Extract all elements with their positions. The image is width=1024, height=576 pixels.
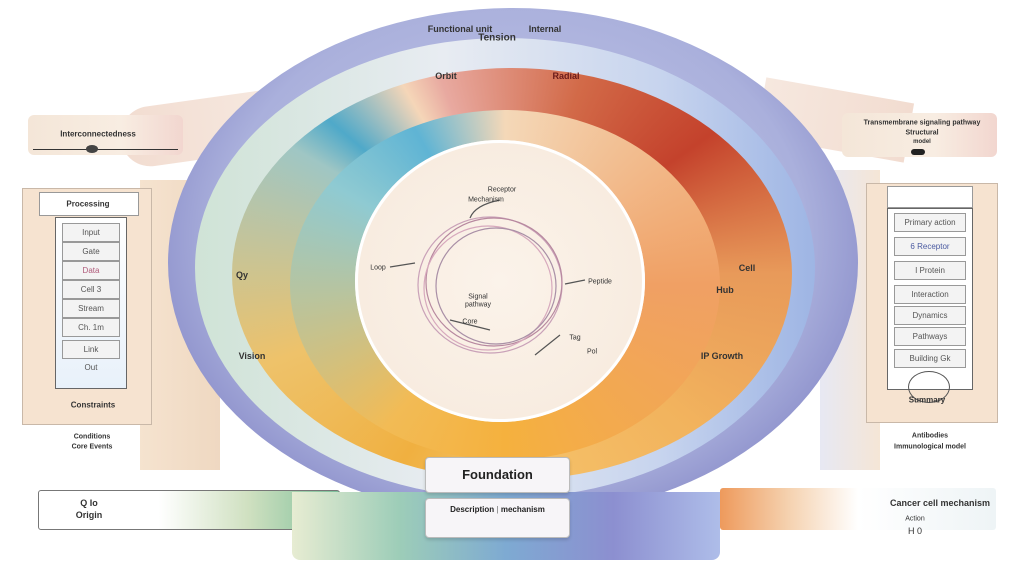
list-item[interactable]: Cell 3 [62, 280, 120, 299]
foundation-sub-right: mechanism [500, 505, 545, 514]
right-bar-line1: Cancer cell mechanism [889, 498, 991, 508]
left-banner-text: Interconnectedness [60, 129, 136, 139]
left-bar-line2: Origin [75, 510, 103, 520]
left-panel-header: Processing [39, 192, 139, 216]
left-panel-list: Input Gate Data Cell 3 Stream Ch. 1m Lin… [55, 217, 127, 389]
leader-line [389, 199, 586, 356]
right-panel-footer: Summary [908, 395, 946, 405]
foundation-sub-left: Description [450, 505, 495, 514]
spiral-diagram [389, 199, 586, 356]
list-item[interactable]: Link [62, 340, 120, 359]
middle-label-right-lower: IP Growth [700, 351, 744, 361]
core-circle [355, 140, 645, 422]
foundation-box[interactable]: Foundation [425, 457, 570, 493]
right-panel-header [887, 186, 973, 208]
list-item[interactable]: 6 Receptor [894, 237, 966, 256]
left-banner: Interconnectedness [28, 115, 183, 155]
core-label-top1: Receptor [487, 186, 517, 194]
outer-label-top-center: Tension [478, 32, 516, 44]
core-label-left: Loop [370, 264, 386, 272]
right-bottom-line2: Immunological model [894, 443, 966, 451]
middle-label-right-mid: Hub [716, 285, 734, 295]
list-item[interactable]: Stream [62, 299, 120, 318]
foundation-sub-box: Description | mechanism [425, 498, 570, 538]
left-bottom-line2: Core Events [71, 443, 113, 451]
left-panel-footer: Constraints [70, 400, 116, 410]
core-label-center1: Signal [468, 293, 488, 301]
list-item[interactable]: Input [62, 223, 120, 242]
right-bottom-bar: Cancer cell mechanism Action H 0 [720, 488, 996, 536]
right-bar-line2: Action [905, 515, 925, 523]
spiral-loop [423, 225, 553, 351]
foundation-title: Foundation [462, 467, 533, 482]
list-item[interactable]: Interaction [894, 285, 966, 304]
connector-dot [911, 149, 925, 155]
core-label-top2: Mechanism [468, 196, 504, 204]
left-bar-line1: Q Io [80, 498, 98, 508]
middle-label-left: Qy [235, 270, 249, 280]
right-bar-line3: H 0 [907, 526, 923, 536]
list-item[interactable]: I Protein [894, 261, 966, 280]
list-item[interactable]: Pathways [894, 327, 966, 346]
outer-label-top-left: Functional unit [427, 24, 493, 34]
core-label-right: Peptide [588, 278, 612, 286]
left-panel-header-text: Processing [66, 199, 110, 209]
right-panel-list: Primary action 6 Receptor I Protein Inte… [887, 208, 973, 403]
list-item[interactable]: Data [62, 261, 120, 280]
list-item[interactable]: Dynamics [894, 306, 966, 325]
right-bottom-line1: Antibodies [911, 432, 949, 440]
list-item[interactable]: Building Gk [894, 349, 966, 368]
list-item[interactable]: Gate [62, 242, 120, 261]
middle-label-top-right: Radial [552, 71, 580, 81]
spiral-loop [417, 216, 563, 354]
core-label-br1: Tag [569, 334, 581, 342]
core-label-br2: Pol [586, 348, 598, 356]
left-panel: Processing Input Gate Data Cell 3 Stream… [22, 188, 152, 425]
middle-label-right: Cell [738, 263, 756, 273]
list-item[interactable]: Primary action [894, 213, 966, 232]
list-item[interactable]: Ch. 1m [62, 318, 120, 337]
right-banner-line3: model [913, 139, 931, 145]
left-bottom-line1: Conditions [73, 433, 111, 441]
outer-label-top-right: Internal [528, 24, 562, 34]
spiral-loop [425, 217, 563, 347]
core-label-center2: pathway [464, 301, 492, 309]
right-banner: Transmembrane signaling pathway Structur… [842, 113, 997, 157]
middle-label-top-left: Orbit [435, 71, 457, 81]
core-label-center3: Core [462, 318, 478, 326]
connector-dot [33, 149, 178, 150]
spiral-loop [435, 227, 557, 345]
right-banner-line2: Structural [905, 129, 939, 137]
list-item[interactable]: Out [84, 363, 98, 372]
left-bottom-bar: Q Io Origin [38, 490, 340, 530]
connector-dot [86, 145, 98, 153]
right-panel: Primary action 6 Receptor I Protein Inte… [866, 183, 998, 423]
middle-label-left-lower: Vision [238, 351, 266, 361]
arc-icon [908, 371, 950, 403]
right-banner-line1: Transmembrane signaling pathway [863, 119, 981, 127]
